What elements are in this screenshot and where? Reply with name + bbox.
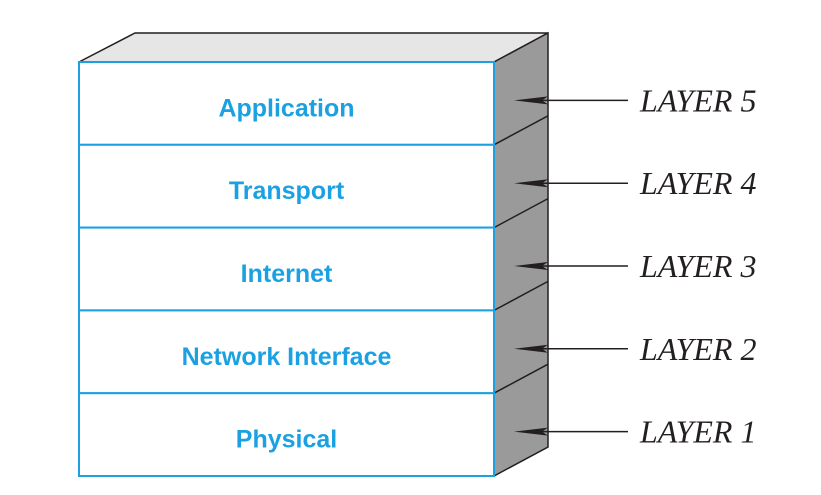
- layer-box: [78, 392, 495, 478]
- side-divider: [493, 197, 549, 229]
- layer-box: [78, 309, 495, 395]
- side-face-dividers: [493, 115, 549, 394]
- side-divider: [493, 115, 549, 146]
- layer-box: [78, 61, 495, 146]
- layer-name: Physical: [236, 426, 337, 454]
- stack-top-face: [78, 32, 549, 63]
- side-divider: [493, 363, 549, 394]
- side-divider: [493, 280, 549, 312]
- layer-name: Network Interface: [182, 343, 392, 371]
- arrowhead-icon: [514, 179, 548, 188]
- arrowhead-icon: [514, 427, 548, 436]
- layer-tag: LAYER 2: [639, 331, 756, 367]
- arrowhead-icon: [514, 344, 548, 353]
- layer-tags: LAYER 5 LAYER 4 LAYER 3 LAYER 2 LAYER 1: [514, 82, 756, 450]
- layer-box: [78, 143, 495, 229]
- layer-tag: LAYER 5: [639, 82, 756, 118]
- layer-name: Transport: [229, 177, 345, 205]
- layer-tag: LAYER 3: [639, 248, 756, 284]
- layer-tag: LAYER 4: [639, 165, 756, 201]
- layer-tag: LAYER 1: [639, 414, 756, 450]
- arrowhead-icon: [514, 96, 548, 105]
- layer-name: Internet: [241, 260, 333, 288]
- arrowhead-icon: [514, 262, 548, 270]
- layer-name: Application: [218, 94, 354, 122]
- layer-box: [78, 226, 495, 312]
